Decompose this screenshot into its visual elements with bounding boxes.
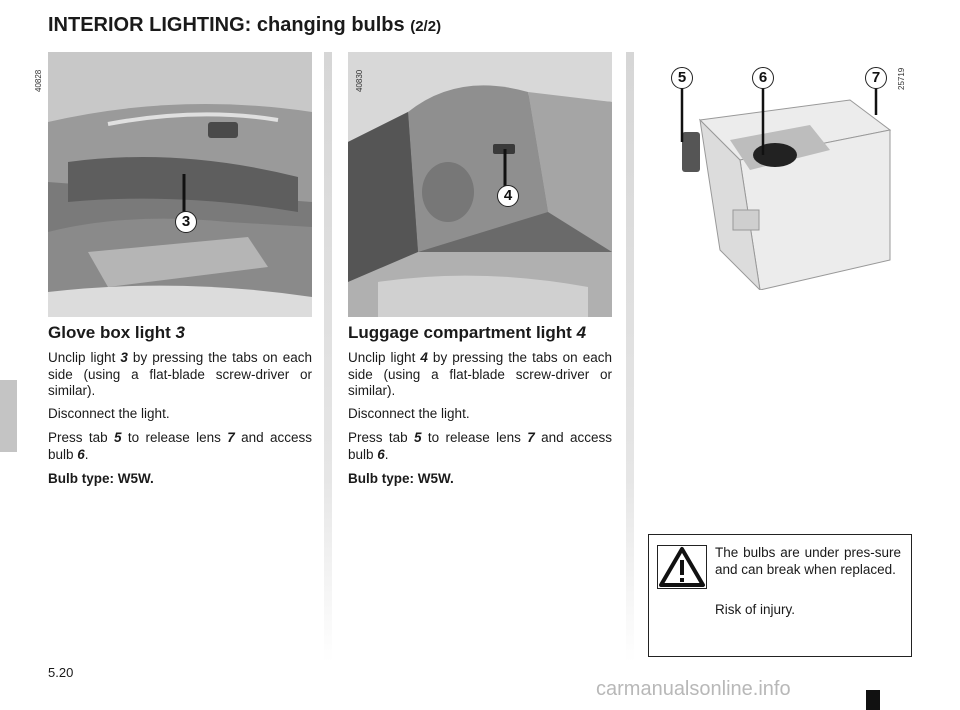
callout-4: 4	[497, 185, 519, 207]
luggage-bulb-type: Bulb type: W5W.	[348, 471, 454, 486]
title-text: INTERIOR LIGHTING: changing bulbs	[48, 14, 405, 36]
callout-line-4	[503, 149, 507, 186]
glove-box-bulb-type: Bulb type: W5W.	[48, 471, 154, 486]
luggage-heading: Luggage compartment light 4	[348, 323, 587, 342]
title-suffix: (2/2)	[410, 18, 442, 35]
glove-box-step-3: Press tab 5 to release lens 7 and access…	[48, 430, 312, 462]
warning-triangle-icon	[657, 545, 707, 589]
callout-line-3	[182, 174, 186, 212]
page-title: INTERIOR LIGHTING: changing bulbs (2/2)	[48, 14, 441, 37]
glove-box-heading: Glove box light 3	[48, 323, 185, 342]
chapter-tab	[0, 380, 17, 452]
lamp-diagram	[680, 85, 892, 290]
column-divider-2	[626, 52, 634, 662]
page-number: 5.20	[48, 665, 74, 680]
watermark: carmanualsonline.info	[596, 678, 791, 700]
warning-text-risk: Risk of injury.	[715, 602, 796, 617]
image-ref-left: 40828	[34, 69, 43, 92]
callout-7: 7	[865, 67, 887, 89]
glove-box-step-1: Unclip light 3 by pressing the tabs on e…	[48, 350, 313, 398]
warning-text: The bulbs are under pres-sure and can br…	[715, 545, 901, 577]
warning-box: The bulbs are under pres-sure and can br…	[648, 534, 912, 657]
glove-box-photo	[48, 52, 312, 317]
luggage-step-3: Press tab 5 to release lens 7 and access…	[348, 430, 612, 462]
page-corner-mark	[866, 690, 880, 710]
callout-6: 6	[752, 67, 774, 89]
luggage-step-1: Unclip light 4 by pressing the tabs on e…	[348, 350, 613, 398]
luggage-compartment-photo	[348, 52, 612, 317]
column-divider-1	[324, 52, 332, 662]
callout-5: 5	[671, 67, 693, 89]
callout-3: 3	[175, 211, 197, 233]
luggage-step-2: Disconnect the light.	[348, 406, 470, 421]
glove-box-step-2: Disconnect the light.	[48, 406, 170, 421]
